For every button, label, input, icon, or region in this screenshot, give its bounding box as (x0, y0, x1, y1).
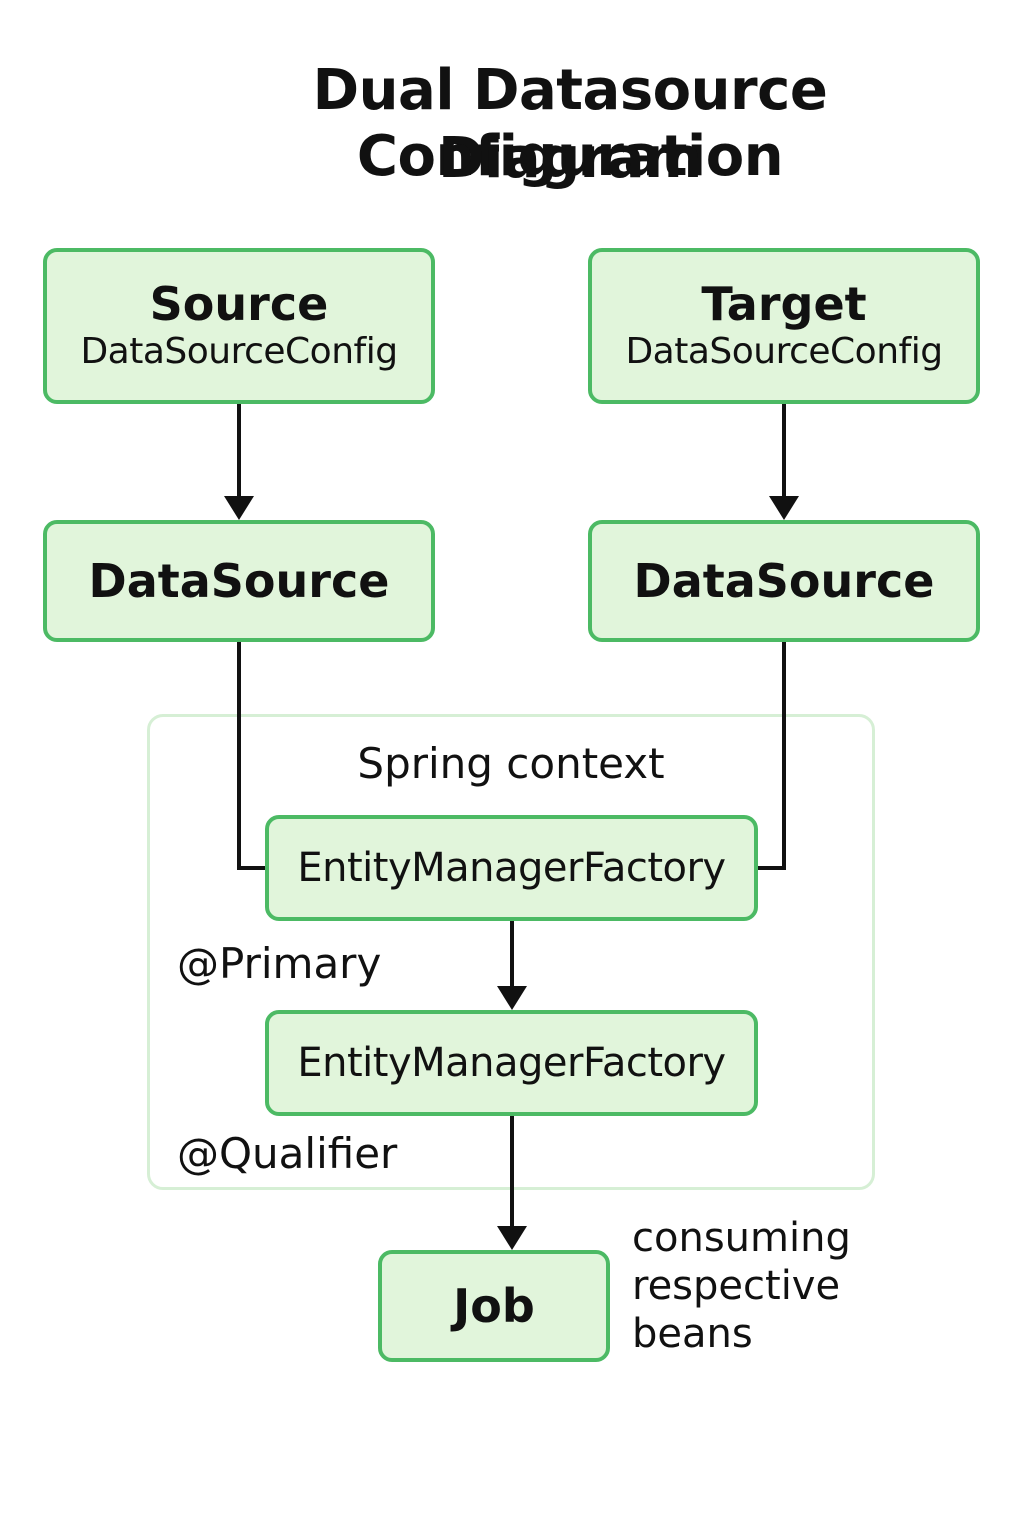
qualifier-annotation-label: @Qualifier (177, 1129, 398, 1178)
source-datasource-label: DataSource (88, 554, 390, 608)
job-note-line3: beans (632, 1311, 753, 1357)
source-datasource-config-node: Source DataSourceConfig (43, 248, 435, 404)
spring-context-label: Spring context (357, 739, 665, 788)
arrowhead-qualifier-emf (497, 986, 527, 1010)
diagram-title-line1: Dual Datasource Configuration (312, 58, 828, 189)
job-label: Job (453, 1279, 535, 1333)
source-config-title: Source (149, 277, 329, 331)
connector-source-datasource-to-emf (237, 642, 266, 870)
arrowhead-source-datasource (224, 496, 254, 520)
source-config-subtitle: DataSourceConfig (80, 331, 398, 372)
target-datasource-node: DataSource (588, 520, 980, 642)
target-datasource-config-node: Target DataSourceConfig (588, 248, 980, 404)
primary-emf-label: EntityManagerFactory (297, 845, 726, 891)
target-config-title: Target (701, 277, 867, 331)
qualifier-emf-label: EntityManagerFactory (297, 1040, 726, 1086)
primary-annotation-label: @Primary (177, 939, 382, 988)
job-note-line2: respective (632, 1263, 841, 1309)
arrowhead-target-datasource (769, 496, 799, 520)
source-datasource-node: DataSource (43, 520, 435, 642)
target-datasource-label: DataSource (633, 554, 935, 608)
connector-target-datasource-to-emf (757, 642, 786, 870)
job-note: consuming respective beans (632, 1214, 892, 1358)
diagram-title-line2: Diagram (438, 126, 702, 191)
primary-entity-manager-factory-node: EntityManagerFactory (265, 815, 758, 921)
job-node: Job (378, 1250, 610, 1362)
target-config-subtitle: DataSourceConfig (625, 331, 943, 372)
job-note-line1: consuming (632, 1215, 851, 1261)
arrowhead-job (497, 1226, 527, 1250)
qualifier-entity-manager-factory-node: EntityManagerFactory (265, 1010, 758, 1116)
